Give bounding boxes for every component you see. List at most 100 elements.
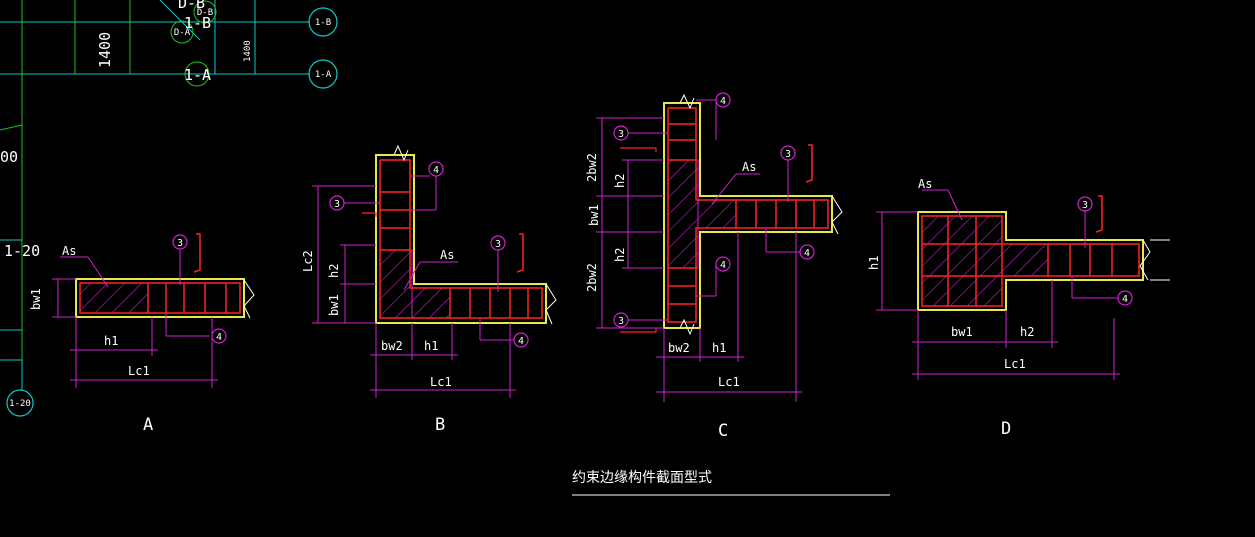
rebar-ties	[921, 215, 1140, 307]
callout-4-bubble[interactable]	[211, 328, 227, 344]
lc2-label: Lc2	[301, 250, 315, 272]
bw1-label: bw1	[951, 325, 973, 339]
as-label: As	[440, 248, 454, 262]
callout-4-bubble[interactable]	[1117, 290, 1133, 306]
grid-dim-1400-a: 1400	[96, 32, 114, 68]
2bw2-top-label: 2bw2	[585, 153, 599, 182]
wall-outline	[75, 278, 245, 318]
grid-label-1-b: 1-B	[184, 14, 211, 32]
callout-4-label: 4	[1122, 294, 1128, 305]
callout-4-bubble-top[interactable]	[428, 161, 444, 177]
break-line-right	[545, 283, 557, 325]
grid-bubble-1-20[interactable]: 1-20	[6, 389, 34, 417]
stirrup-hook-symbol	[516, 233, 524, 273]
callout-4-label: 4	[216, 332, 222, 343]
callout-3-label: 3	[618, 129, 624, 140]
grid-label-1-a: 1-A	[184, 66, 211, 84]
rebar-ties	[379, 159, 543, 319]
section-a[interactable]: 3 4 As bw1 h1 Lc1 A	[29, 233, 255, 435]
stirrup-hook-symbol	[1095, 195, 1103, 233]
bw2-label: bw2	[668, 341, 690, 355]
callout-4-label: 4	[804, 248, 810, 259]
section-d[interactable]: 3 4 As h1 bw1 h2 Lc1 D	[867, 177, 1170, 439]
callout-4-label: 4	[518, 336, 524, 347]
lc1-label: Lc1	[1004, 357, 1026, 371]
hatched-boundary-zone-vertical	[379, 249, 413, 319]
lc1-label: Lc1	[718, 375, 740, 389]
callout-3-label: 3	[618, 316, 624, 327]
break-line	[243, 279, 255, 319]
h2-label: h2	[327, 264, 341, 278]
grid-dim-fragment: 00	[0, 148, 18, 166]
as-label: As	[62, 244, 76, 258]
break-line-bottom	[679, 318, 695, 336]
callout-4-bubble-top[interactable]	[715, 92, 731, 108]
callout-3-label: 3	[177, 238, 183, 249]
hatched-boundary-zone-column	[921, 215, 1003, 307]
bw1-label: bw1	[587, 204, 601, 226]
drawing-title-block: 约束边缘构件截面型式	[572, 470, 890, 496]
grid-bubble-label: D-B	[197, 8, 213, 18]
grid-bubble-label: D-A	[174, 28, 191, 38]
callout-3-label: 3	[334, 199, 340, 210]
grid-bubble-1-b[interactable]: 1-B	[308, 7, 338, 37]
tie-hook-symbol-top	[620, 147, 657, 152]
grid-bubble-label: 1-A	[315, 70, 332, 80]
hatched-boundary-zone	[79, 282, 149, 314]
callout-4-label: 4	[433, 165, 439, 176]
as-label: As	[918, 177, 932, 191]
callout-3-bubble-right[interactable]	[490, 235, 506, 251]
grid-bubble-d-b[interactable]: D-B	[193, 0, 217, 24]
hatched-boundary-zone-vertical	[667, 159, 699, 269]
h1-label: h1	[104, 334, 118, 348]
hatched-boundary-zone-horizontal	[697, 199, 737, 229]
callout-3-bubble-bottom[interactable]	[613, 312, 629, 328]
callout-4-label: 4	[720, 260, 726, 271]
bw1-label: bw1	[29, 288, 43, 310]
tie-hook-symbol	[362, 212, 377, 217]
grid-bubble-label: 1-20	[9, 399, 31, 409]
grid-bubble-1-a[interactable]: 1-A	[308, 59, 338, 89]
callout-4-label: 4	[720, 96, 726, 107]
break-line-right	[831, 195, 843, 235]
hatched-boundary-zone-horizontal	[411, 287, 451, 319]
wall-outline	[663, 102, 833, 329]
callout-3-bubble-right[interactable]	[780, 145, 796, 161]
section-caption-d: D	[1001, 419, 1011, 439]
callout-3-bubble-top[interactable]	[613, 125, 629, 141]
callout-3-label: 3	[495, 239, 501, 250]
grid-circle	[184, 61, 210, 87]
h2-bottom-label: h2	[613, 248, 627, 262]
bw2-label: bw2	[381, 339, 403, 353]
callout-3-label: 3	[1082, 200, 1088, 211]
lc1-label: Lc1	[430, 375, 452, 389]
h2-label: h2	[1020, 325, 1034, 339]
section-c[interactable]: 3 3 4 4 3 4 As 2bw2 h2 bw1 h2 2bw2 bw2 h…	[585, 92, 843, 441]
tie-hook-symbol-bottom	[620, 328, 657, 333]
section-caption-b: B	[435, 415, 445, 435]
grid-bubble-d-a[interactable]: D-A	[170, 20, 194, 44]
section-caption-c: C	[718, 421, 728, 441]
h1-label: h1	[424, 339, 438, 353]
callout-3-bubble[interactable]	[1077, 196, 1093, 212]
callout-3-label: 3	[785, 149, 791, 160]
callout-4-bubble-right[interactable]	[799, 244, 815, 260]
grid-bubble-label: 1-B	[315, 18, 331, 28]
callout-3-bubble[interactable]	[172, 234, 188, 250]
section-caption-a: A	[143, 415, 153, 435]
callout-4-bubble-bottom[interactable]	[513, 332, 529, 348]
h2-top-label: h2	[613, 174, 627, 188]
stirrup-hook-symbol	[805, 144, 813, 183]
break-line	[1139, 239, 1151, 281]
break-line-top	[679, 93, 695, 110]
break-line-top	[393, 144, 409, 162]
grid-label-1-20: 1-20	[4, 242, 40, 260]
bw1-label: bw1	[327, 294, 341, 316]
section-b[interactable]: 3 4 3 4 As Lc2 h2 bw1 bw2 h1 Lc1 B	[301, 144, 557, 435]
callout-4-bubble-middle[interactable]	[715, 256, 731, 272]
dimension-lines	[876, 189, 1120, 380]
lc1-label: Lc1	[128, 364, 150, 378]
callout-3-bubble[interactable]	[329, 195, 345, 211]
rebar-ties	[79, 282, 241, 314]
